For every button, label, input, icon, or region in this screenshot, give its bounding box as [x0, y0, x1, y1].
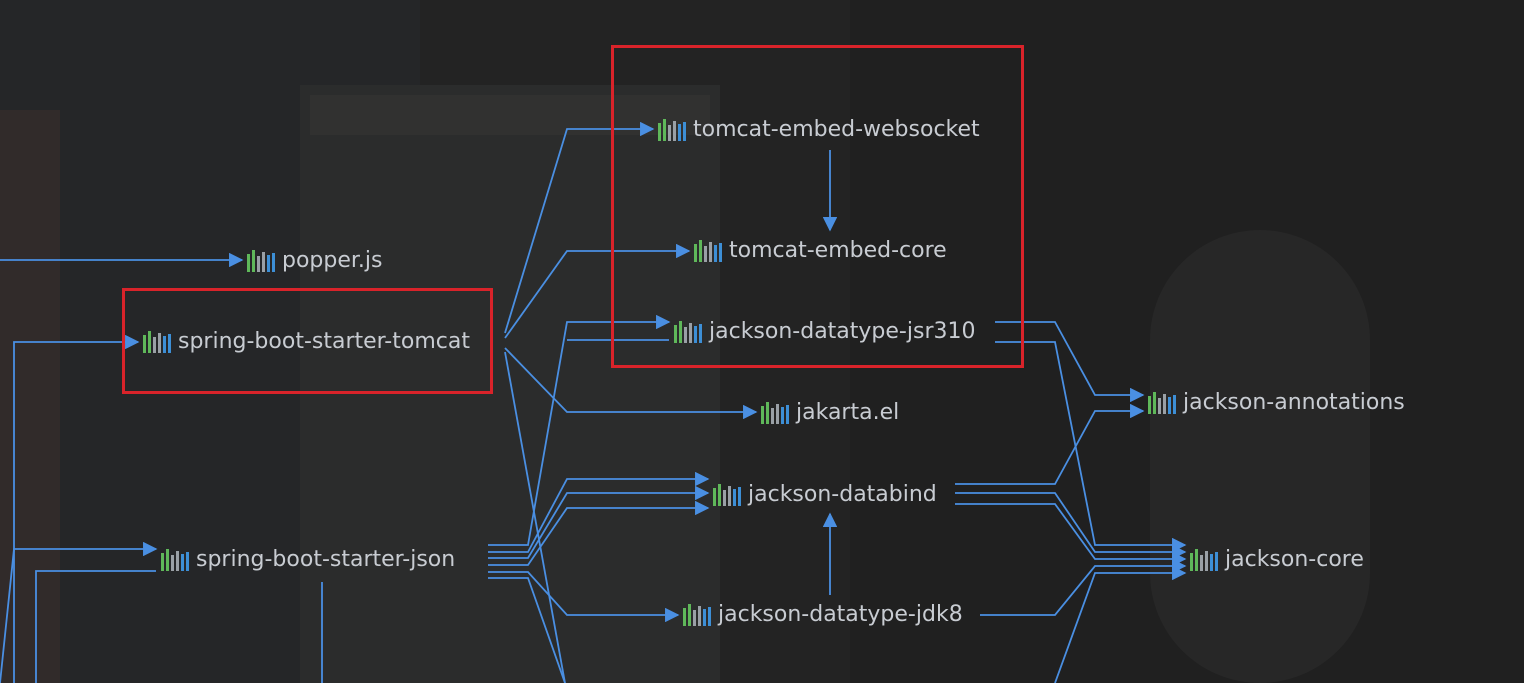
- library-bars-icon: [658, 119, 686, 141]
- library-bars-icon: [713, 484, 741, 506]
- node-jakarta-el[interactable]: jakarta.el: [761, 402, 899, 424]
- node-jackson-annotations[interactable]: jackson-annotations: [1148, 392, 1405, 414]
- node-label: tomcat-embed-websocket: [693, 117, 980, 142]
- highlight-box-tomcat-embed: [611, 45, 1024, 368]
- node-label: jackson-core: [1225, 547, 1364, 572]
- library-bars-icon: [161, 549, 189, 571]
- node-tomcat-embed-core[interactable]: tomcat-embed-core: [694, 240, 947, 262]
- library-bars-icon: [247, 250, 275, 272]
- library-bars-icon: [683, 604, 711, 626]
- library-bars-icon: [1190, 549, 1218, 571]
- library-bars-icon: [761, 402, 789, 424]
- node-spring-boot-starter-json[interactable]: spring-boot-starter-json: [161, 549, 455, 571]
- node-label: spring-boot-starter-tomcat: [178, 329, 470, 354]
- highlight-box-starter-tomcat: [122, 288, 493, 394]
- library-bars-icon: [694, 240, 722, 262]
- node-label: jakarta.el: [796, 400, 900, 425]
- node-label: popper.js: [282, 248, 383, 273]
- node-jackson-datatype-jdk8[interactable]: jackson-datatype-jdk8: [683, 604, 963, 626]
- node-popper-js[interactable]: popper.js: [247, 250, 382, 272]
- node-jackson-databind[interactable]: jackson-databind: [713, 484, 937, 506]
- node-tomcat-embed-websocket[interactable]: tomcat-embed-websocket: [658, 119, 980, 141]
- node-jackson-datatype-jsr310[interactable]: jackson-datatype-jsr310: [674, 321, 975, 343]
- node-label: tomcat-embed-core: [729, 238, 947, 263]
- node-label: jackson-datatype-jsr310: [709, 319, 976, 344]
- node-label: jackson-databind: [748, 482, 937, 507]
- node-spring-boot-starter-tomcat[interactable]: spring-boot-starter-tomcat: [143, 331, 470, 353]
- node-jackson-core[interactable]: jackson-core: [1190, 549, 1364, 571]
- library-bars-icon: [674, 321, 702, 343]
- node-label: jackson-annotations: [1183, 390, 1405, 415]
- library-bars-icon: [143, 331, 171, 353]
- library-bars-icon: [1148, 392, 1176, 414]
- node-label: spring-boot-starter-json: [196, 547, 456, 572]
- node-label: jackson-datatype-jdk8: [718, 602, 963, 627]
